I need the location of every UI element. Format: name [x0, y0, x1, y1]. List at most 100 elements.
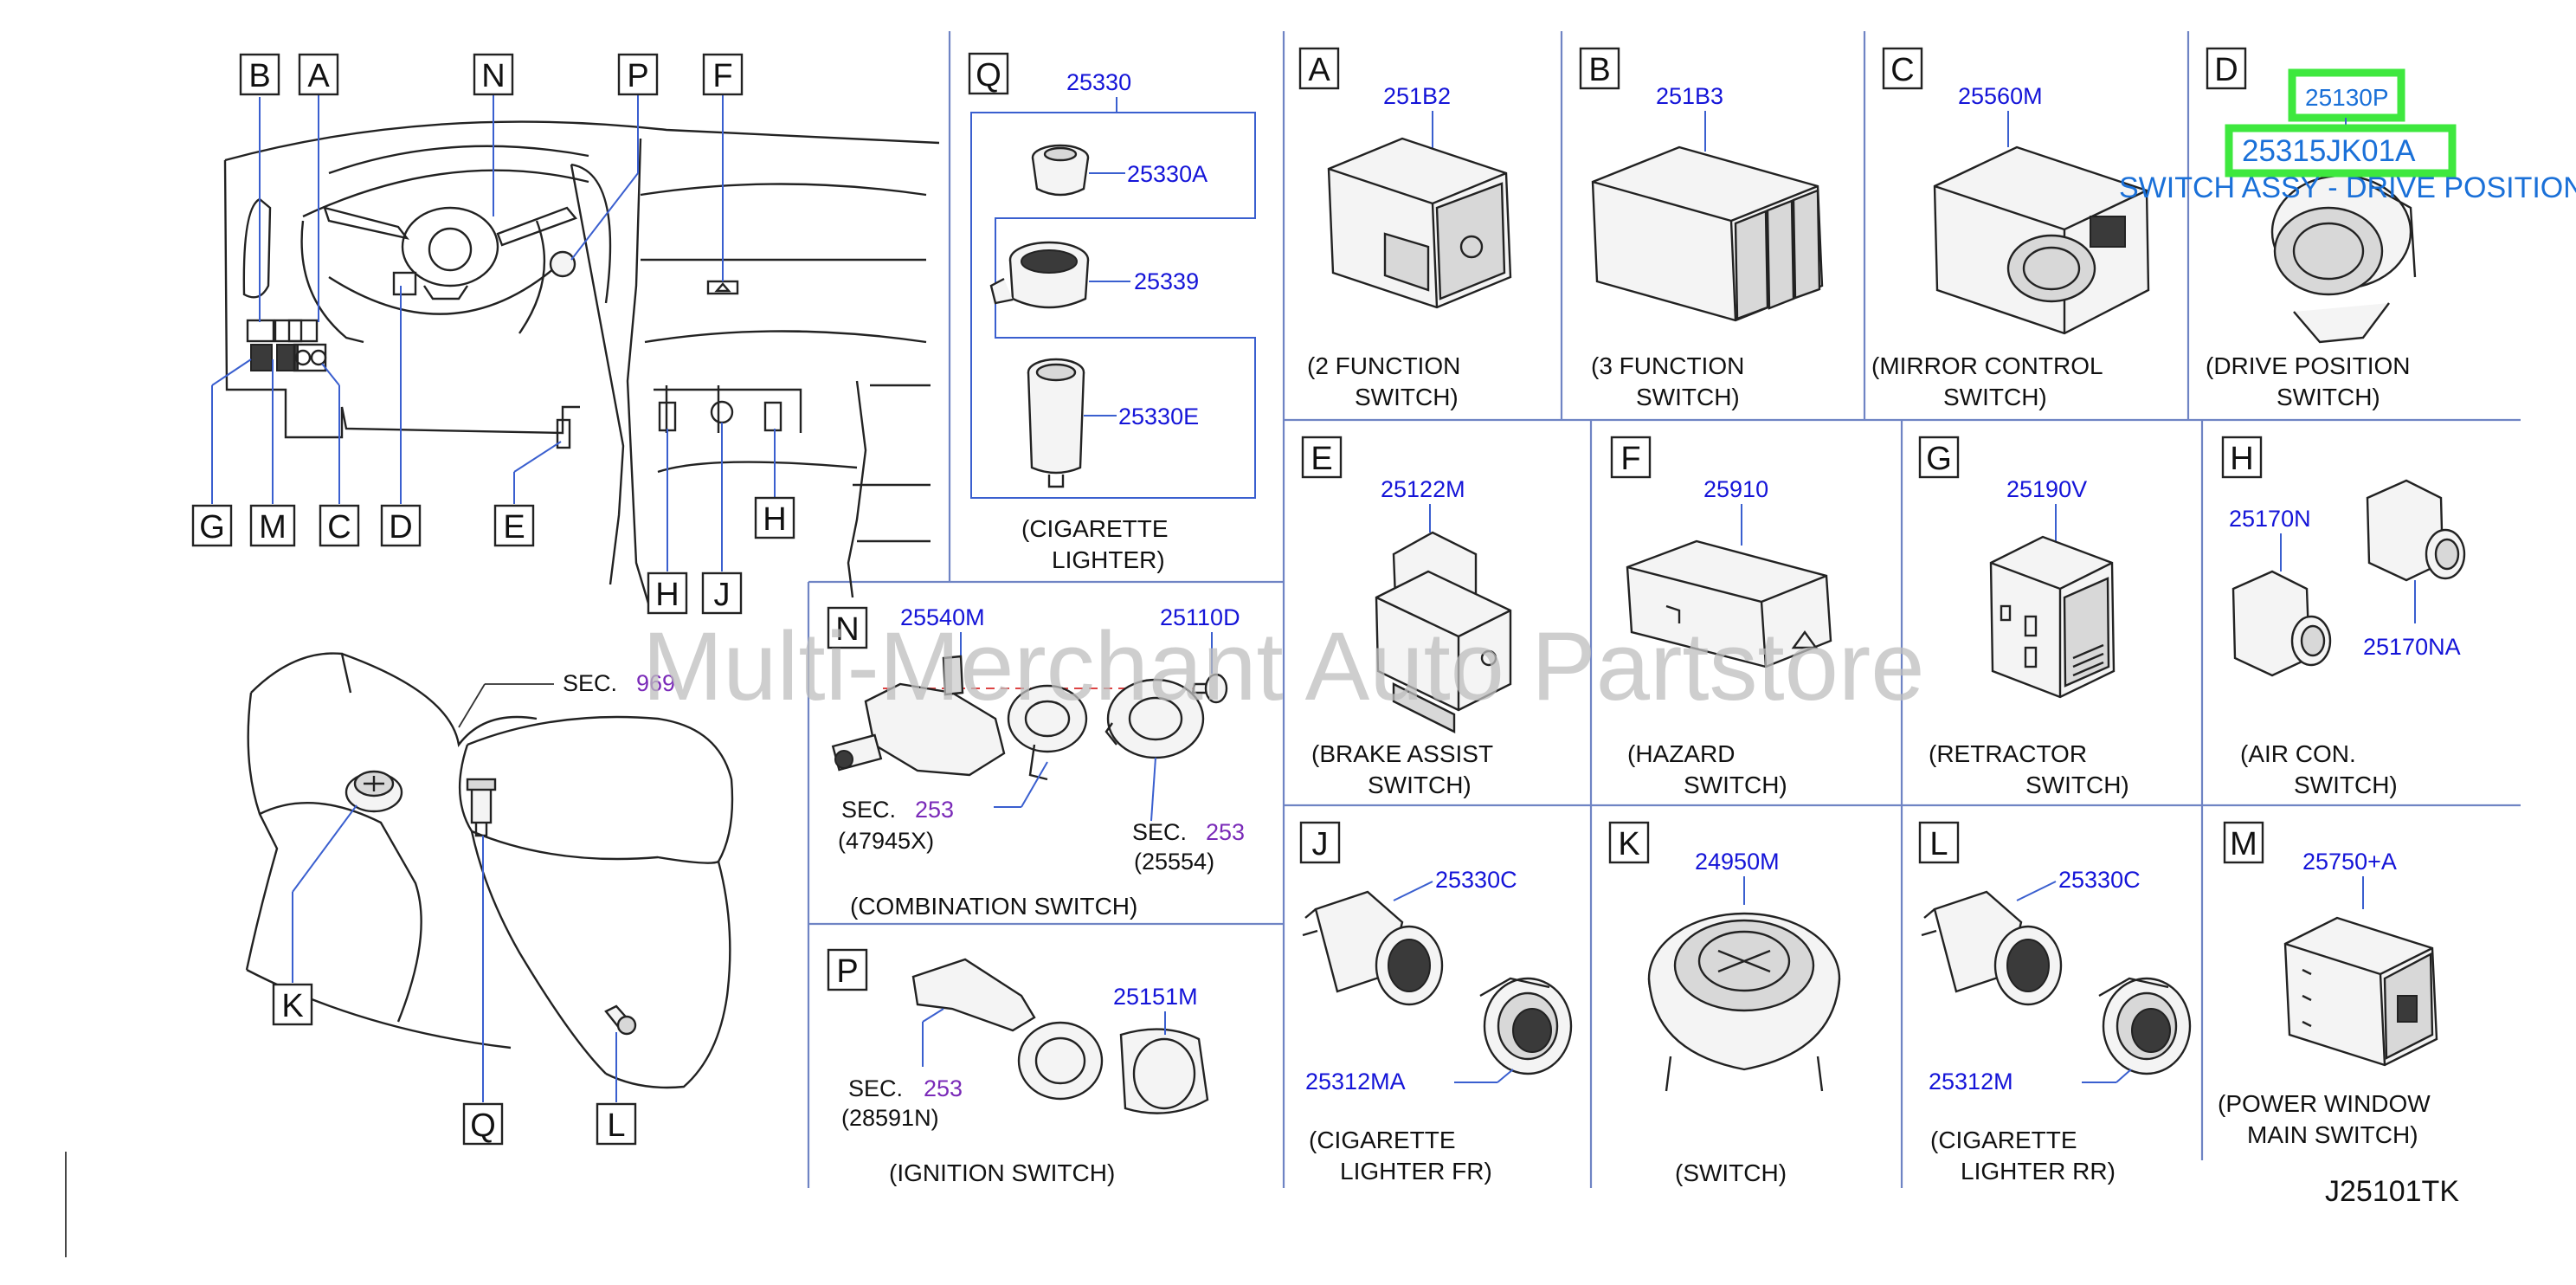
overview-label-g: G: [199, 509, 225, 546]
console-sec-label: SEC.: [563, 670, 617, 696]
overview-label-c: C: [327, 509, 351, 546]
panel-n-sec-right-ref: (25554): [1134, 849, 1214, 875]
diagram-code: J25101TK: [2325, 1175, 2459, 1208]
panel-n-caption: (COMBINATION SWITCH): [850, 893, 1137, 920]
panel-p-letter: P: [836, 953, 858, 990]
highlight-part-number-2[interactable]: 25315JK01A: [2242, 134, 2416, 168]
console-label-l: L: [607, 1107, 625, 1144]
panel-l-caption-line1: (CIGARETTE: [1930, 1127, 2077, 1153]
panel-l-caption-line2: LIGHTER RR): [1961, 1158, 2116, 1185]
panel-h-part-1[interactable]: 25170NA: [2363, 634, 2461, 660]
panel-f-letter: F: [1620, 441, 1640, 477]
panel-q-part-1[interactable]: 25330A: [1127, 161, 1208, 187]
panel-l-part-1[interactable]: 25312M: [1929, 1069, 2013, 1095]
panel-a-caption-line2: SWITCH): [1355, 384, 1459, 410]
panel-b-caption-line1: (3 FUNCTION: [1591, 352, 1744, 379]
panel-g-letter: G: [1926, 441, 1952, 477]
panel-c: C 25560M (MIRROR CONTROL SWITCH): [1871, 47, 2150, 410]
panel-h: H 25170N 25170NA (AIR CON. SWITCH): [2221, 436, 2466, 798]
panel-m: M 25750+A (POWER WINDOW MAIN SWITCH): [2218, 821, 2438, 1148]
panel-q-part-2[interactable]: 25339: [1134, 268, 1199, 294]
overview-label-p: P: [627, 58, 648, 94]
panel-p-sec-label: SEC.: [848, 1075, 903, 1101]
panel-f-part-0[interactable]: 25910: [1703, 476, 1768, 502]
panel-k: K 24950M (SWITCH): [1608, 821, 1841, 1186]
panel-n: N 25540M 25110D SEC. 253 (47945X) SEC. 2…: [827, 604, 1245, 920]
console-overview: K Q L SEC. 969: [245, 652, 734, 1146]
panel-b-caption-line2: SWITCH): [1636, 384, 1740, 410]
panel-a: A 251B2 (2 FUNCTION SWITCH): [1298, 47, 1512, 410]
panel-p-part-0[interactable]: 25151M: [1113, 984, 1198, 1010]
panel-b-part-0[interactable]: 251B3: [1656, 83, 1723, 109]
console-label-k: K: [281, 988, 303, 1024]
panel-m-caption-line2: MAIN SWITCH): [2247, 1121, 2418, 1148]
panel-dividers: [65, 31, 2521, 1257]
panel-q-caption-line2: LIGHTER): [1052, 546, 1165, 573]
highlight-part-number-1[interactable]: 25130P: [2305, 84, 2389, 111]
panel-f-caption-line1: (HAZARD: [1627, 740, 1735, 767]
panel-d-letter: D: [2214, 52, 2238, 88]
panel-q-part-0[interactable]: 25330: [1066, 69, 1131, 95]
panel-g-caption-line2: SWITCH): [2025, 772, 2129, 798]
panel-j-letter: J: [1312, 826, 1329, 862]
panel-c-letter: C: [1890, 52, 1914, 88]
panel-q: Q 25330 25330A 25339 25330E (CIGARETTE L…: [968, 52, 1256, 573]
panel-h-caption-line1: (AIR CON.: [2240, 740, 2356, 767]
panel-g-part-0[interactable]: 25190V: [2006, 476, 2087, 502]
panel-q-part-3[interactable]: 25330E: [1118, 404, 1199, 429]
panel-m-letter: M: [2230, 826, 2257, 862]
panel-p-caption: (IGNITION SWITCH): [889, 1159, 1115, 1186]
panel-d: D (DRIVE POSITION SWITCH) 25130P 25315JK…: [2119, 47, 2576, 410]
panel-e-part-0[interactable]: 25122M: [1381, 476, 1465, 502]
panel-h-part-0[interactable]: 25170N: [2229, 506, 2311, 532]
panel-n-sec-left-label: SEC.: [841, 797, 896, 823]
panel-a-part-0[interactable]: 251B2: [1383, 83, 1451, 109]
panel-k-part-0[interactable]: 24950M: [1695, 849, 1780, 875]
overview-label-a: A: [307, 58, 330, 94]
overview-label-h-right: H: [763, 501, 786, 538]
highlight-box-secondary[interactable]: [2225, 124, 2457, 178]
panel-g: G 25190V (RETRACTOR SWITCH): [1918, 436, 2129, 798]
highlight-part-name[interactable]: SWITCH ASSY - DRIVE POSITION: [2119, 171, 2576, 204]
panel-e-letter: E: [1311, 441, 1332, 477]
dashboard-overview: B A N P F G M C D E H H J: [191, 53, 940, 615]
overview-label-j: J: [714, 577, 731, 613]
panel-n-part-1[interactable]: 25110D: [1160, 604, 1240, 630]
console-sec-number: 969: [636, 670, 675, 696]
overview-label-f: F: [712, 58, 732, 94]
panel-p-sec-number: 253: [924, 1075, 963, 1101]
panel-k-caption: (SWITCH): [1675, 1159, 1787, 1186]
panel-f-caption-line2: SWITCH): [1684, 772, 1787, 798]
panel-n-part-0[interactable]: 25540M: [900, 604, 985, 630]
overview-label-m: M: [259, 509, 287, 546]
panel-m-caption-line1: (POWER WINDOW: [2218, 1090, 2431, 1117]
panel-e: E 25122M (BRAKE ASSIST SWITCH): [1301, 436, 1512, 798]
panel-n-letter: N: [835, 611, 859, 648]
panel-k-letter: K: [1618, 826, 1639, 862]
panel-l: L 25330C 25312M (CIGARETTE LIGHTER RR): [1918, 821, 2192, 1185]
overview-label-b: B: [248, 58, 270, 94]
overview-label-e: E: [503, 509, 525, 546]
panel-j-part-0[interactable]: 25330C: [1435, 867, 1517, 893]
panel-j-part-1[interactable]: 25312MA: [1305, 1069, 1406, 1095]
panel-j-caption-line2: LIGHTER FR): [1340, 1158, 1492, 1185]
panel-c-part-0[interactable]: 25560M: [1958, 83, 2043, 109]
panel-c-caption-line2: SWITCH): [1943, 384, 2047, 410]
overview-label-d: D: [389, 509, 412, 546]
console-label-q: Q: [470, 1107, 496, 1144]
panel-d-caption-line2: SWITCH): [2277, 384, 2380, 410]
panel-a-caption-line1: (2 FUNCTION: [1307, 352, 1460, 379]
watermark: Multi-Merchant Auto Partstore: [642, 612, 1924, 720]
panel-e-caption-line1: (BRAKE ASSIST: [1311, 740, 1493, 767]
panel-q-caption-line1: (CIGARETTE: [1021, 515, 1169, 542]
panel-j: J 25330C 25312MA (CIGARETTE LIGHTER FR): [1299, 821, 1573, 1185]
panel-m-part-0[interactable]: 25750+A: [2302, 849, 2397, 875]
overview-label-n: N: [481, 58, 505, 94]
panel-p-sec-ref: (28591N): [841, 1105, 939, 1131]
panel-b: B 251B3 (3 FUNCTION SWITCH): [1579, 47, 1824, 410]
panel-d-caption-line1: (DRIVE POSITION: [2206, 352, 2410, 379]
panel-l-part-0[interactable]: 25330C: [2058, 867, 2141, 893]
panel-e-caption-line2: SWITCH): [1368, 772, 1472, 798]
panel-l-letter: L: [1929, 826, 1948, 862]
